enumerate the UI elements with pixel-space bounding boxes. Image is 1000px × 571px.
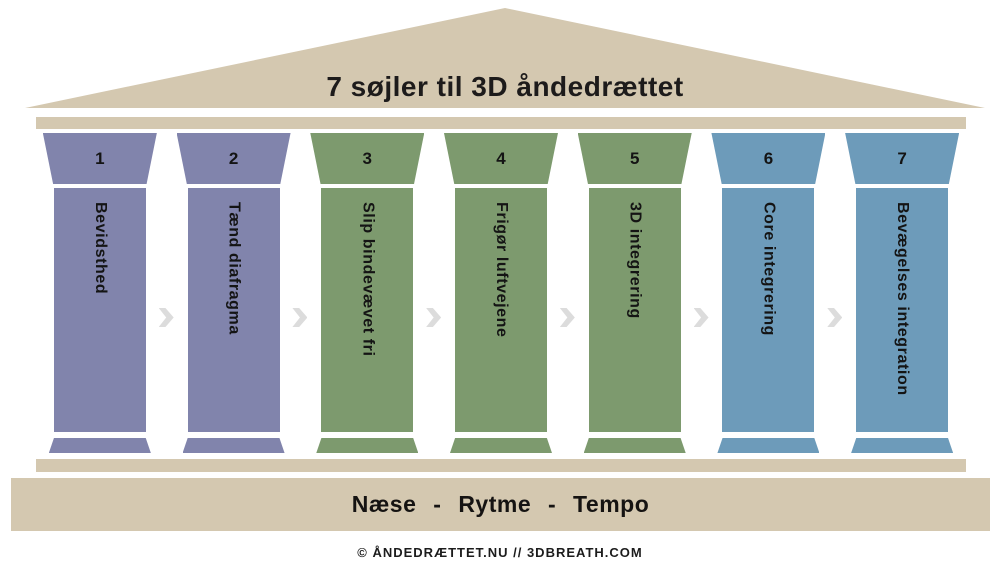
- pillar-capital: 7: [845, 133, 960, 184]
- pediment-triangle: 7 søjler til 3D åndedrættet: [25, 8, 985, 108]
- credit-line: © ÅNDEDRÆTTET.NU // 3DBREATH.COM: [357, 545, 643, 560]
- pillar-base: [316, 438, 419, 453]
- diagram-title: 7 søjler til 3D åndedrættet: [326, 71, 684, 102]
- pillar-base: [583, 438, 686, 453]
- pillar-label: 3D integrering: [626, 202, 644, 319]
- pillar-base: [449, 438, 552, 453]
- baseline-bar-text: Næse - Rytme - Tempo: [351, 491, 650, 517]
- pillar-body: Bevidsthed: [53, 188, 146, 432]
- pillar-label: Core integrering: [760, 202, 778, 337]
- pillar-number: 1: [95, 148, 105, 168]
- pillar-5: 5 3D integrering: [568, 133, 702, 453]
- pillar-capital: 1: [42, 133, 157, 184]
- pillar-number: 7: [897, 148, 907, 168]
- pillar-7: 7 Bevægelses integration: [835, 133, 969, 453]
- pillar-1: 1 Bevidsthed: [33, 133, 167, 453]
- pillar-capital: 5: [577, 133, 692, 184]
- pillar-body: Slip bindevævet fri: [321, 188, 414, 432]
- pillar-number: 5: [629, 148, 640, 168]
- pillar-base: [851, 438, 954, 453]
- pillar-base: [717, 438, 820, 453]
- pillar-row: 1 Bevidsthed 2 Tænd diafragma 3 Slip bin…: [33, 133, 969, 453]
- pillar-label: Bevidsthed: [91, 202, 109, 295]
- pillar-6: 6 Core integrering: [702, 133, 836, 453]
- pillar-body: Frigør luftvejene: [454, 188, 547, 432]
- architrave-beam: [36, 117, 966, 129]
- pillar-body: Tænd diafragma: [187, 188, 280, 432]
- pillar-number: 6: [763, 148, 774, 168]
- pillar-capital: 6: [711, 133, 826, 184]
- pillar-number: 2: [228, 148, 239, 168]
- pillar-capital: 4: [443, 133, 558, 184]
- pillar-2: 2 Tænd diafragma: [167, 133, 301, 453]
- pillar-4: 4 Frigør luftvejene: [434, 133, 568, 453]
- pillar-body: 3D integrering: [588, 188, 681, 432]
- pillar-number: 4: [496, 148, 506, 168]
- pillar-label: Tænd diafragma: [225, 202, 243, 335]
- pillar-label: Bevægelses integration: [894, 202, 912, 396]
- bottom-beam: [36, 459, 966, 472]
- pillar-base: [48, 438, 151, 453]
- pillar-capital: 2: [176, 133, 291, 184]
- pillar-capital: 3: [310, 133, 425, 184]
- pillar-number: 3: [362, 148, 373, 168]
- pillar-body: Core integrering: [722, 188, 815, 432]
- baseline-bar: Næse - Rytme - Tempo: [11, 478, 990, 531]
- pillar-base: [182, 438, 285, 453]
- pillar-body: Bevægelses integration: [856, 188, 949, 432]
- pillar-3: 3 Slip bindevævet fri: [300, 133, 434, 453]
- pillar-label: Frigør luftvejene: [492, 202, 510, 338]
- pillar-label: Slip bindevævet fri: [359, 202, 377, 357]
